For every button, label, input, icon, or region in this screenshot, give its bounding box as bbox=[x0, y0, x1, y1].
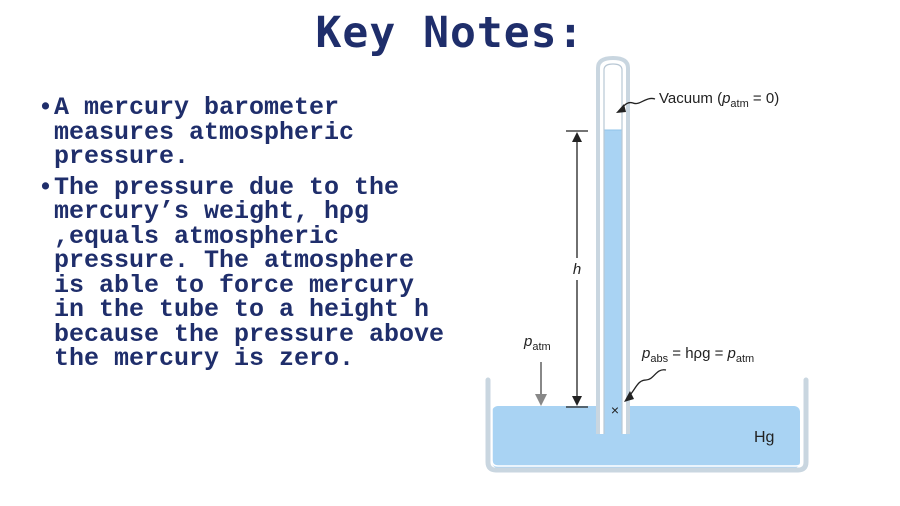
patm-label: patm bbox=[523, 333, 551, 353]
hg-label: Hg bbox=[754, 429, 774, 446]
barometer-tube bbox=[596, 55, 630, 434]
mercury-reservoir bbox=[485, 377, 809, 473]
bullet-dot-icon: • bbox=[38, 172, 54, 202]
slide-title: Key Notes: bbox=[315, 8, 585, 58]
bullet-item: •A mercury barometer measures atmospheri… bbox=[38, 93, 458, 171]
height-label: h bbox=[573, 261, 581, 278]
bullet-dot-icon: • bbox=[38, 93, 54, 122]
bullet-text: A mercury barometer measures atmospheric… bbox=[54, 93, 355, 171]
patm-indicator: patm bbox=[523, 333, 551, 406]
bullet-item: •The pressure due to the mercury’s weigh… bbox=[38, 172, 458, 373]
pabs-callout: pabs = hρg = patm × bbox=[611, 345, 754, 418]
vacuum-label: Vacuum (patm = 0) bbox=[659, 90, 779, 110]
key-notes-list: •A mercury barometer measures atmospheri… bbox=[38, 93, 458, 378]
bullet-text: The pressure due to the mercury’s weight… bbox=[54, 172, 445, 373]
point-marker: × bbox=[611, 402, 619, 418]
pabs-label: pabs = hρg = patm bbox=[641, 345, 754, 365]
height-dimension: h bbox=[566, 130, 588, 408]
vacuum-callout: Vacuum (patm = 0) bbox=[616, 90, 779, 113]
barometer-diagram: h patm Vacuum (patm = 0) pabs = hρg = pa… bbox=[485, 55, 809, 473]
